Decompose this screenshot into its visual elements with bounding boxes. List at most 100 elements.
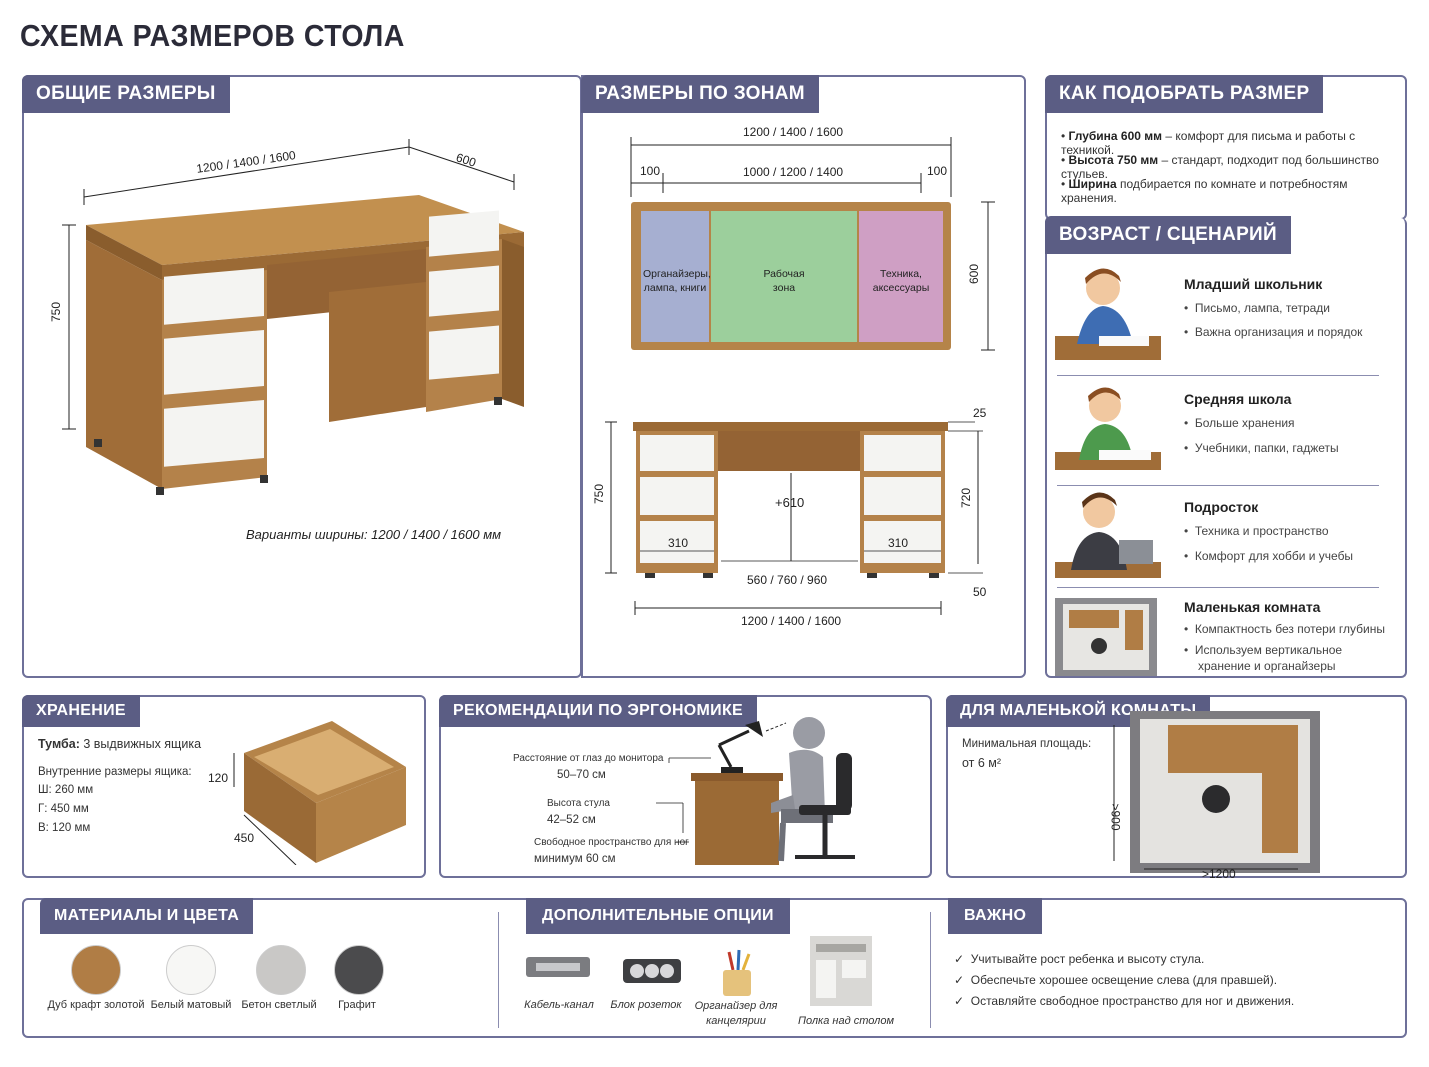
zone-left-label: Органайзеры, лампа, книги [643, 268, 711, 294]
bottom-panel: МАТЕРИАЛЫ И ЦВЕТА ДОПОЛНИТЕЛЬНЫЕ ОПЦИИ В… [22, 898, 1407, 1038]
storage-height: В: 120 мм [38, 822, 91, 834]
monitor-distance-value: 50–70 см [557, 769, 606, 781]
ergonomics-illustration [656, 717, 855, 865]
howto-item-3: • Ширина подбирается по комнате и потреб… [1061, 177, 1348, 205]
page-title: СХЕМА РАЗМЕРОВ СТОЛА [20, 18, 405, 53]
zone-right-label: Техника, аксессуары [872, 268, 930, 294]
drawer-depth-dim: 450 [234, 831, 255, 845]
howto-header: КАК ПОДОБРАТЬ РАЗМЕР [1045, 75, 1324, 113]
swatch-graphite-label: Графит [338, 999, 376, 1011]
important-item-1: ✓ Учитывайте рост ребенка и высоту стула… [954, 952, 1205, 966]
scenario-separator [1057, 485, 1379, 486]
scenario-separator [1057, 375, 1379, 376]
zones-knee: +610 [775, 495, 805, 510]
divider [930, 912, 931, 1028]
zones-diagram [605, 137, 995, 615]
leg-space-value: минимум 60 см [534, 853, 616, 865]
min-area-value: от 6 м² [962, 756, 1002, 770]
room-width-dim: >1200 [1202, 867, 1236, 881]
zones-knee-width: 560 / 760 / 960 [747, 573, 828, 587]
power-strip-icon [623, 959, 681, 983]
howto-item-1: • Глубина 600 мм – комфорт для письма и … [1061, 129, 1356, 157]
zones-header: РАЗМЕРЫ ПО ЗОНАМ [581, 75, 819, 113]
zones-right-zone: 100 [927, 164, 948, 178]
scenario-4-bullet-2: • Используем вертикальное хранение и орг… [1184, 643, 1343, 673]
seat-height-value: 42–52 см [547, 814, 596, 826]
scenario-1-bullet-2: • Важна организация и порядок [1184, 325, 1363, 339]
drawer-illustration [233, 721, 406, 865]
scenario-3-title: Подросток [1184, 499, 1259, 515]
swatch-concrete-label: Бетон светлый [241, 999, 317, 1011]
scenario-1-title: Младший школьник [1184, 276, 1323, 292]
storage-panel: ХРАНЕНИЕ Тумба: 3 выдвижных ящика Внутре… [22, 695, 426, 878]
leg-space-label: Свободное пространство для ног [534, 837, 689, 848]
shelf-icon [810, 936, 872, 1006]
scenario-2-title: Средняя школа [1184, 391, 1292, 407]
zones-left-zone: 100 [640, 164, 661, 178]
zones-bottom-width: 1200 / 1400 / 1600 [741, 614, 842, 628]
small-room-panel: ДЛЯ МАЛЕНЬКОЙ КОМНАТЫ Минимальная площад… [946, 695, 1407, 881]
small-room-illustration [1055, 598, 1157, 676]
ergonomics-header: РЕКОМЕНДАЦИИ ПО ЭРГОНОМИКЕ [439, 695, 758, 727]
zones-depth: 600 [967, 263, 982, 285]
zones-middle-zone: 1000 / 1200 / 1400 [743, 165, 844, 179]
age-header: ВОЗРАСТ / СЦЕНАРИЙ [1045, 216, 1291, 254]
swatch-oak[interactable] [71, 945, 121, 995]
teenager-illustration [1055, 492, 1161, 578]
important-header: ВАЖНО [948, 898, 1043, 934]
organizer-icon [723, 949, 751, 996]
zones-inner-height: 720 [959, 487, 974, 509]
zone-mid-label: Рабочая зона [763, 268, 805, 294]
scenario-3-bullet-1: • Техника и пространство [1184, 524, 1329, 538]
zones-pedestal-left: 310 [668, 536, 689, 550]
desk-3d-illustration [62, 139, 524, 495]
swatch-white-label: Белый матовый [150, 999, 232, 1011]
scenario-4-title: Маленькая комната [1184, 599, 1321, 615]
seat-height-label: Высота стула [547, 798, 610, 809]
zones-pedestal-right: 310 [888, 536, 909, 550]
width-variants-caption: Варианты ширины: 1200 / 1400 / 1600 мм [246, 527, 502, 542]
scenario-3-bullet-2: • Комфорт для хобби и учебы [1184, 549, 1354, 563]
zones-panel: РАЗМЕРЫ ПО ЗОНАМ [581, 75, 1026, 678]
materials-header: МАТЕРИАЛЫ И ЦВЕТА [40, 898, 254, 934]
option-power-strip: Блок розеток [610, 999, 682, 1011]
howto-panel: КАК ПОДОБРАТЬ РАЗМЕР • Глубина 600 мм – … [1045, 75, 1407, 220]
room-depth-dim: >900 [1108, 803, 1123, 831]
storage-inner-label: Внутренние размеры ящика: [38, 766, 192, 778]
option-cable-channel: Кабель-канал [524, 999, 594, 1011]
swatch-oak-label: Дуб крафт золотой [47, 999, 145, 1011]
min-area-label: Минимальная площадь: [962, 738, 1092, 750]
storage-width: Ш: 260 мм [38, 784, 94, 796]
small-room-plan [1113, 711, 1320, 873]
storage-header: ХРАНЕНИЕ [22, 695, 140, 727]
zones-top-thickness: 25 [973, 406, 987, 420]
swatch-graphite[interactable] [334, 945, 384, 995]
middle-school-illustration [1055, 387, 1161, 470]
storage-depth: Г: 450 мм [38, 803, 89, 815]
swatch-concrete[interactable] [256, 945, 306, 995]
height-dim-label: 750 [49, 301, 64, 323]
swatch-white[interactable] [166, 945, 216, 995]
scenario-1-bullet-1: • Письмо, лампа, тетради [1184, 301, 1330, 315]
divider [498, 912, 499, 1028]
cable-channel-icon [526, 957, 590, 977]
option-organizer: Органайзер для канцелярии [694, 1000, 778, 1027]
scenario-2-bullet-2: • Учебники, папки, гаджеты [1184, 441, 1339, 455]
zones-height: 750 [592, 483, 607, 505]
options-header: ДОПОЛНИТЕЛЬНЫЕ ОПЦИИ [526, 898, 790, 934]
howto-item-2: • Высота 750 мм – стандарт, подходит под… [1061, 153, 1379, 181]
important-item-2: ✓ Обеспечьте хорошее освещение слева (дл… [954, 973, 1278, 987]
zones-top-width: 1200 / 1400 / 1600 [743, 125, 844, 139]
general-dimensions-panel: ОБЩИЕ РАЗМЕРЫ [22, 75, 582, 678]
ergonomics-panel: РЕКОМЕНДАЦИИ ПО ЭРГОНОМИКЕ Расстояние от… [439, 695, 932, 878]
important-item-3: ✓ Оставляйте свободное пространство для … [954, 994, 1295, 1008]
general-dimensions-header: ОБЩИЕ РАЗМЕРЫ [22, 75, 230, 113]
storage-line-1: Тумба: 3 выдвижных ящика [38, 737, 202, 751]
age-panel: ВОЗРАСТ / СЦЕНАРИЙ Младший школьник • Пи… [1045, 216, 1407, 678]
young-schoolboy-illustration [1055, 268, 1161, 360]
scenario-2-bullet-1: • Больше хранения [1184, 416, 1295, 430]
option-shelf: Полка над столом [797, 1015, 894, 1027]
scenario-separator [1057, 587, 1379, 588]
monitor-distance-label: Расстояние от глаз до монитора [513, 753, 664, 764]
drawer-height-dim: 120 [208, 771, 229, 785]
